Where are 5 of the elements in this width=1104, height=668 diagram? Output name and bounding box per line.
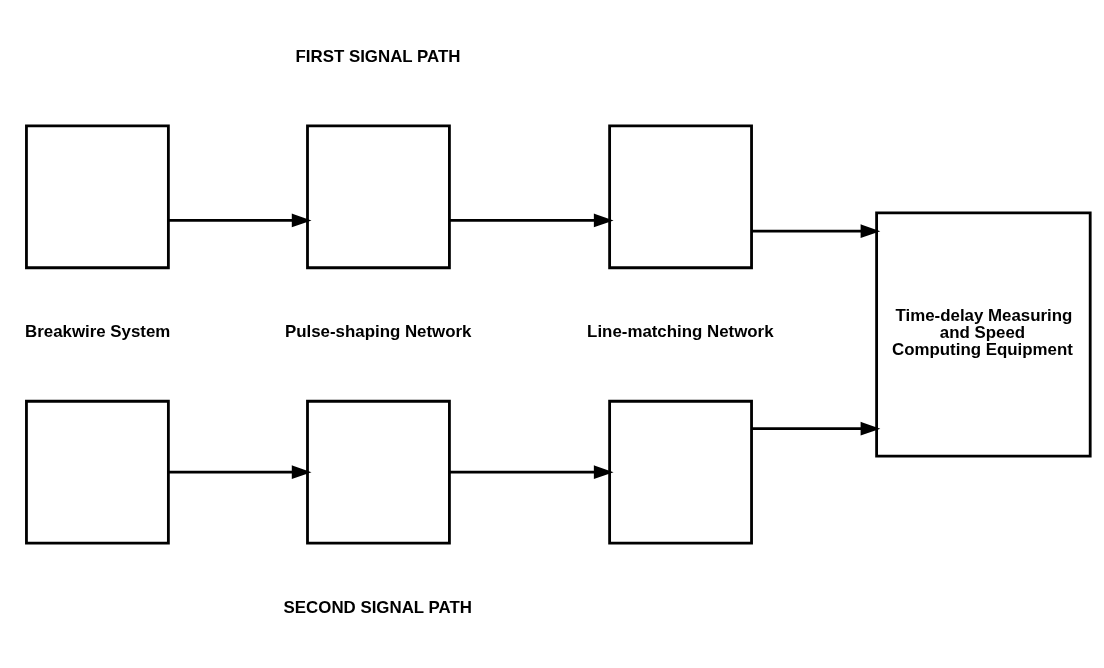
label: Pulse-shaping Network	[285, 321, 472, 341]
label: Breakwire System	[25, 321, 171, 341]
label: Line-matching Network	[587, 321, 774, 341]
label: FIRST SIGNAL PATH	[295, 46, 461, 66]
label: SECOND SIGNAL PATH	[283, 597, 472, 617]
